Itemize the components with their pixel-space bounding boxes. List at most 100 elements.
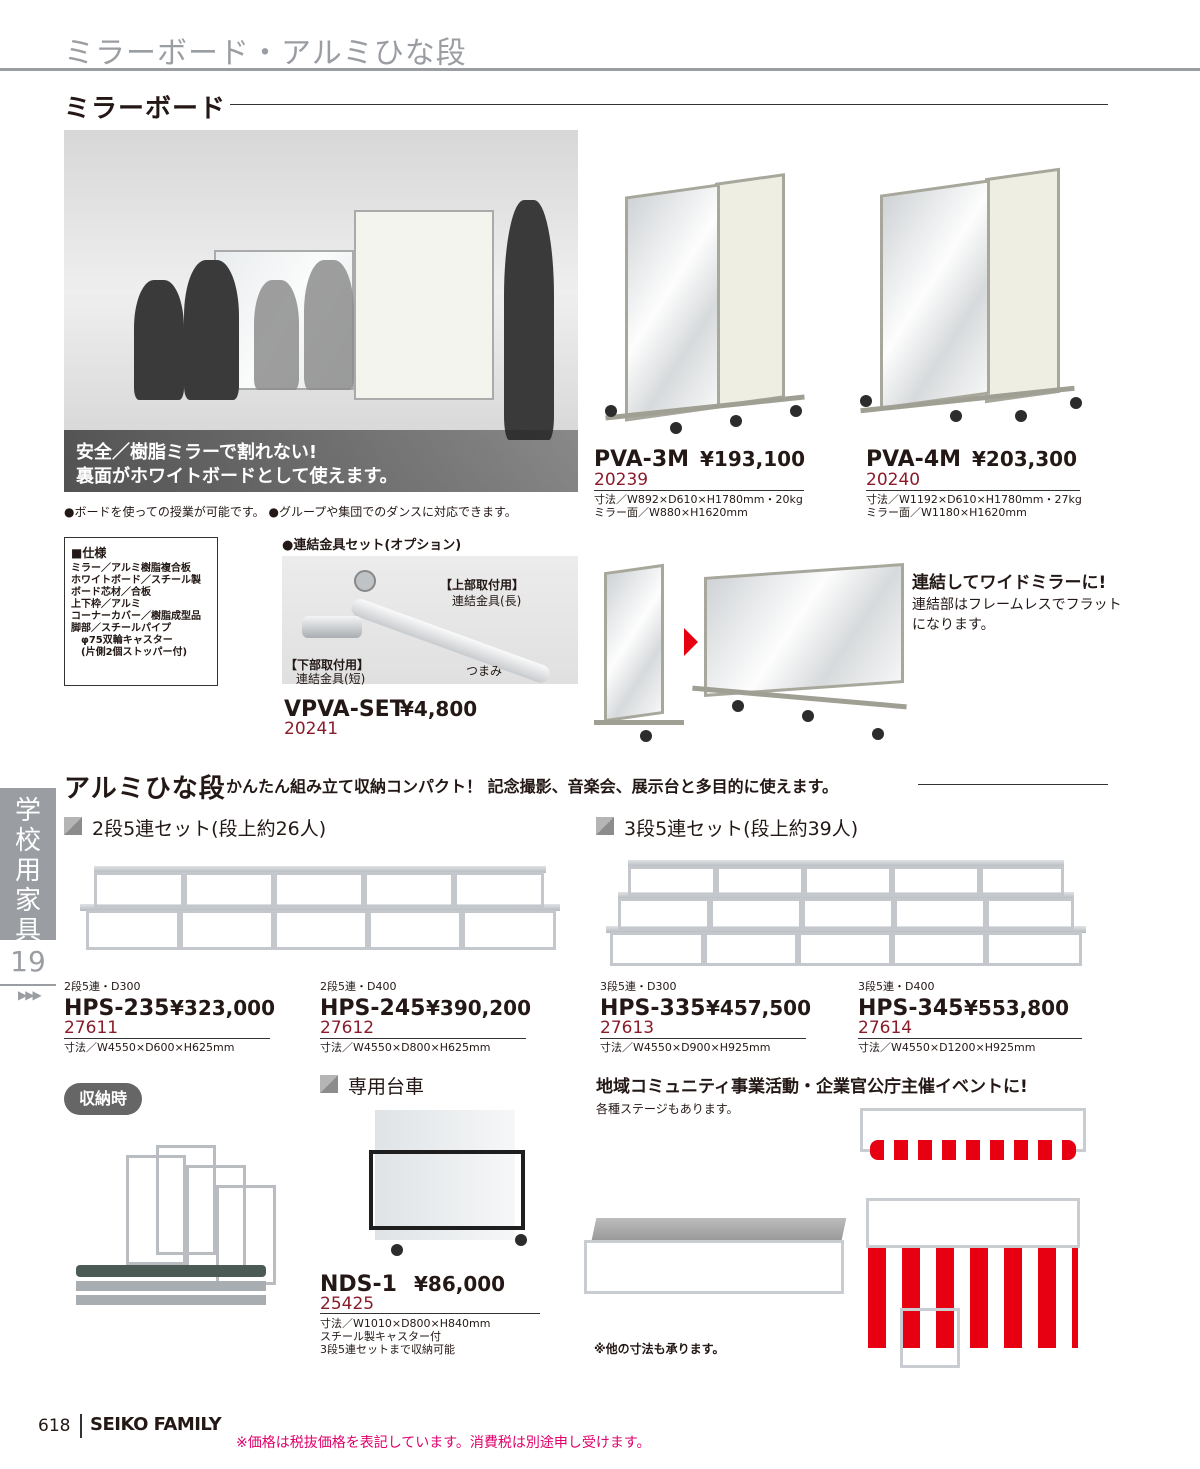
hps-345-model: HPS-345 (858, 996, 964, 1021)
spec-line: コーナーカバー／樹脂成型品 (71, 611, 201, 622)
hps-245-spec: 寸法／W4550×D800×H625mm (320, 1041, 491, 1054)
storage-badge: 収納時 (64, 1083, 142, 1115)
pva-3m-underline (594, 490, 804, 491)
side-tab-arrows: ▶▶▶ (18, 988, 42, 1002)
pva-3m-model: PVA-3M (594, 447, 690, 472)
hps-335-price: ¥457,500 (706, 996, 812, 1020)
spec-line: 脚部／スチールパイプ (71, 623, 171, 634)
pva-3m-spec-size: 寸法／W892×D610×H1780mm・20kg (594, 493, 803, 506)
hps-345-sub: 3段5連・D400 (858, 980, 935, 993)
hps-235-model: HPS-235 (64, 996, 170, 1021)
section-rule-mirror (230, 104, 1108, 105)
hps-245-underline (320, 1038, 526, 1039)
side-tab-char: 用 (14, 856, 41, 886)
event-title: 地域コミュニティ事業活動・企業官公庁主催イベントに! (596, 1077, 1028, 1097)
label-knob: つまみ (466, 664, 503, 678)
hps-235-code: 27611 (64, 1018, 119, 1038)
connected-mirrors-image (592, 560, 912, 750)
hps-235-underline (64, 1038, 270, 1039)
dancer-silhouette (134, 280, 184, 400)
spec-line: ミラー／アルミ樹脂複合板 (71, 563, 191, 574)
pva-4m-code: 20240 (866, 470, 921, 490)
connector-photo (282, 556, 578, 686)
event-yagura-image (860, 1108, 1088, 1378)
title-divider (0, 68, 1200, 71)
pva-3m-code: 20239 (594, 470, 649, 490)
event-note: ※他の寸法も承ります。 (594, 1342, 725, 1356)
section-rule-hinadan (918, 784, 1108, 785)
nds-1-underline (320, 1313, 540, 1314)
photo-caption-line-2: 裏面がホワイトボードとして使えます。 (76, 466, 398, 487)
option-title: ●連結金具セット(オプション) (282, 538, 462, 553)
storage-image (76, 1135, 296, 1335)
vpva-set-code: 20241 (284, 719, 339, 739)
nds-1-spec: スチール製キャスター付 (320, 1330, 441, 1343)
connect-line-1: 連結部はフレームレスでフラット (912, 597, 1122, 613)
photo-caption-box (64, 430, 578, 492)
nds-1-price: ¥86,000 (414, 1272, 506, 1296)
photo-caption-line-1: 安全／樹脂ミラーで割れない! (76, 442, 318, 463)
hinadan-tagline: かんたん組み立て収納コンパクト！ 記念撮影、音楽会、展示台と多目的に使えます。 (226, 777, 838, 796)
pva-4m-underline (866, 490, 1080, 491)
hps-235-spec: 寸法／W4550×D600×H625mm (64, 1041, 235, 1054)
brand-logo: SEIKO FAMILY (90, 1414, 222, 1435)
pva-4m-price: ¥203,300 (972, 447, 1078, 471)
bullet-square-icon (320, 1075, 338, 1093)
pva-4m-spec-mirror: ミラー面／W1180×H1620mm (866, 506, 1027, 519)
side-tab-char: 校 (14, 826, 41, 856)
hps-335-spec: 寸法／W4550×D900×H925mm (600, 1041, 771, 1054)
page-number: 618 (38, 1416, 71, 1436)
nds-1-spec: 寸法／W1010×D800×H840mm (320, 1317, 491, 1330)
pva-4m-image (855, 165, 1085, 435)
hps-335-code: 27613 (600, 1018, 655, 1038)
hps-245-price: ¥390,200 (426, 996, 532, 1020)
pva-4m-spec-size: 寸法／W1192×D610×H1780mm・27kg (866, 493, 1082, 506)
spec-line: (片側2個ストッパー付) (71, 647, 188, 658)
spec-line: ボード芯材／合板 (71, 587, 151, 598)
nds-1-spec: 3段5連セットまで収納可能 (320, 1343, 455, 1356)
side-tab-char: 家 (14, 886, 41, 916)
teacher-silhouette (504, 200, 554, 440)
stage-3step-image (606, 860, 1086, 970)
vpva-set-price: ¥4,800 (400, 697, 478, 721)
event-stage-image (584, 1218, 850, 1314)
nds-1-code: 25425 (320, 1294, 375, 1314)
connect-line-2: になります。 (912, 617, 995, 633)
pva-3m-image (600, 170, 810, 435)
hps-335-underline (600, 1038, 806, 1039)
long-connector-image (348, 596, 553, 686)
label-lower: 【下部取付用】 (285, 658, 370, 672)
hps-235-sub: 2段5連・D300 (64, 980, 141, 993)
hps-335-model: HPS-335 (600, 996, 706, 1021)
bullet-square-icon (596, 817, 614, 835)
pva-3m-spec-mirror: ミラー面／W880×H1620mm (594, 506, 748, 519)
hps-235-price: ¥323,000 (170, 996, 276, 1020)
stage-2step-image (80, 866, 560, 956)
dancer-reflection (254, 280, 299, 390)
spec-line: φ75双輪キャスター (71, 635, 173, 646)
nds-1-model: NDS-1 (320, 1272, 397, 1297)
hps-345-price: ¥553,800 (964, 996, 1070, 1020)
hps-345-underline (858, 1038, 1082, 1039)
connect-title: 連結してワイドミラーに! (912, 573, 1107, 593)
spec-line: ホワイトボード／スチール製 (71, 575, 201, 586)
spec-box-title: ■仕様 (71, 546, 107, 560)
knob-image (354, 570, 376, 592)
hps-345-code: 27614 (858, 1018, 913, 1038)
hps-245-sub: 2段5連・D400 (320, 980, 397, 993)
hps-245-code: 27612 (320, 1018, 375, 1038)
side-tab-number: 19 (0, 940, 56, 984)
spec-box: ■仕様 ミラー／アルミ樹脂複合板 ホワイトボード／スチール製 ボード芯材／合板 … (64, 537, 218, 686)
set3-title: 3段5連セット(段上約39人) (624, 818, 859, 840)
spec-line: 上下枠／アルミ (71, 599, 141, 610)
hps-345-spec: 寸法／W4550×D1200×H925mm (858, 1041, 1036, 1054)
whiteboard-image (354, 210, 494, 400)
label-lower-sub: 連結金具(短) (296, 672, 366, 686)
bullet-square-icon (64, 817, 82, 835)
event-sub: 各種ステージもあります。 (596, 1102, 739, 1116)
set2-title: 2段5連セット(段上約26人) (92, 818, 327, 840)
vpva-set-model: VPVA-SET (284, 697, 405, 722)
label-upper-sub: 連結金具(長) (452, 594, 522, 608)
dancer-reflection (304, 260, 354, 390)
cart-image (365, 1110, 535, 1260)
